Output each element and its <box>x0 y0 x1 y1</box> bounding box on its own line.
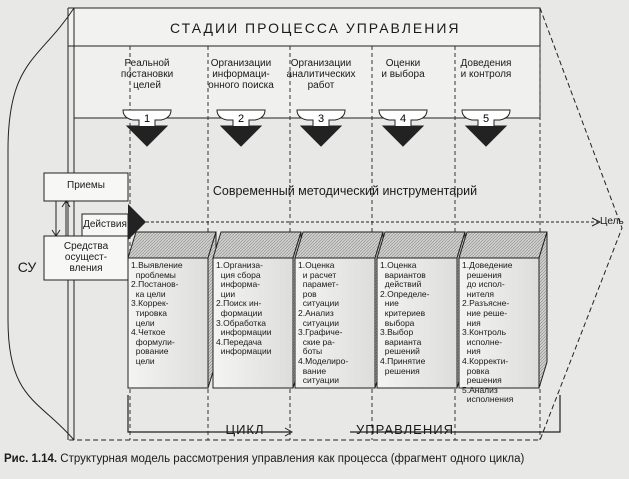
stage-arrow <box>216 109 266 147</box>
stage-arrow <box>461 109 511 147</box>
step-box <box>458 231 548 389</box>
sredstva-box <box>43 235 129 281</box>
arrowhead-up <box>61 200 71 208</box>
stage-number: 5 <box>483 113 489 125</box>
arrowhead-down <box>51 229 61 237</box>
step-box <box>127 231 217 389</box>
toolkit-label: Современный методический инструментарий <box>212 184 478 198</box>
priemy-label: Приемы <box>67 180 105 191</box>
cycle-label-left: ЦИКЛ <box>225 422 265 437</box>
goal-arrow <box>591 217 602 227</box>
stage-number: 4 <box>400 113 406 125</box>
stage-label: Оценки и выбора <box>381 58 425 80</box>
deystviya-label: Действия <box>83 219 127 230</box>
stage-number: 2 <box>238 113 244 125</box>
stage-label: Доведения и контроля <box>460 58 512 80</box>
stage-row <box>73 45 541 119</box>
priemy-box <box>43 172 129 202</box>
sredstva-label: Средства осущест- вления <box>63 241 109 274</box>
cycle-arrow <box>284 427 294 437</box>
figure-caption: Рис. 1.14. Структурная модель рассмотрен… <box>4 453 524 465</box>
cycle-loop <box>127 395 561 433</box>
step-box-text: 1.Организа- ция сбора информа- ции 2.Пои… <box>216 260 272 357</box>
step-box-text: 1.Оценка и расчет парамет- ров ситуации … <box>298 260 349 386</box>
stage-label: Организации информаци- онного поиска <box>208 58 274 91</box>
caption-text: Структурная модель рассмотрения управлен… <box>57 453 525 465</box>
stage-arrow <box>122 109 172 147</box>
step-box <box>294 231 384 389</box>
step-box-text: 1.Выявление проблемы 2.Постанов- ка цели… <box>131 260 183 366</box>
cycle-label-right: УПРАВЛЕНИЯ <box>356 422 454 437</box>
caption-number: Рис. 1.14. <box>4 453 58 465</box>
step-box-text: 1.Доведение решения до испол- нителя 2.Р… <box>462 260 514 405</box>
stage-number: 1 <box>144 113 150 125</box>
diagram-title: СТАДИИ ПРОЦЕССА УПРАВЛЕНИЯ <box>170 20 461 36</box>
step-box-text: 1.Оценка вариантов действий 2.Определе- … <box>380 260 430 376</box>
stage-label: Организации аналитических работ <box>286 58 356 91</box>
su-label: СУ <box>17 259 37 275</box>
stage-label: Реальной постановки целей <box>120 58 174 91</box>
stage-arrow <box>378 109 428 147</box>
stage-arrow <box>296 109 346 147</box>
su-boundary <box>7 7 75 441</box>
goal-label: Цель <box>600 216 624 227</box>
stage-number: 3 <box>318 113 324 125</box>
left-funnel <box>67 8 75 440</box>
deystviya-arrow <box>128 204 146 240</box>
